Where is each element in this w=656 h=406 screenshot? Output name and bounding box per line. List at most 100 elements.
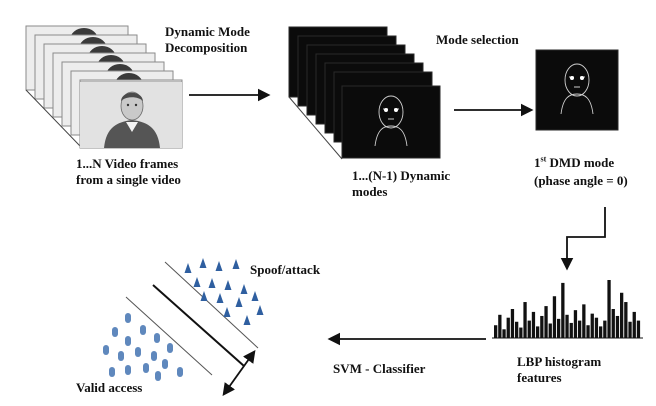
- spoof-sample-marker: [216, 293, 224, 303]
- first-dmd-mode-caption-line2: (phase angle = 0): [534, 173, 628, 188]
- spoof-sample-marker: [208, 278, 216, 288]
- valid-sample-marker: [125, 365, 131, 375]
- mode-selection-label: Mode selection: [436, 32, 519, 47]
- lbp-histogram: [492, 280, 643, 339]
- svm-margin-upper: [164, 261, 259, 349]
- valid-sample-marker: [162, 359, 168, 369]
- person-shoulders: [104, 120, 160, 148]
- histogram-bar: [578, 320, 582, 338]
- spoof-sample-marker: [184, 263, 192, 273]
- dynamic-modes-stack: [288, 26, 441, 160]
- histogram-bar: [607, 280, 611, 338]
- person-face: [120, 91, 144, 121]
- frames-caption-line1: 1...N Video frames: [76, 156, 179, 171]
- lbp-caption-line1: LBP histogram: [517, 354, 602, 369]
- svm-margin-double-arrow: [222, 349, 256, 397]
- histogram-bar: [494, 325, 498, 338]
- valid-sample-marker: [151, 351, 157, 361]
- person-hair: [121, 92, 143, 101]
- histogram-bar: [620, 292, 624, 338]
- histogram-bar: [523, 302, 527, 338]
- frames-stack-edge: [25, 89, 81, 147]
- spoof-sample-marker: [215, 261, 223, 271]
- spoof-sample-marker: [223, 307, 231, 317]
- edge-face-sketch: [374, 95, 408, 147]
- dmd-step-label-line2: Decomposition: [165, 40, 248, 55]
- svm-classifier-label: SVM - Classifier: [333, 361, 426, 376]
- modes-stack-edge: [288, 96, 343, 160]
- valid-sample-marker: [143, 363, 149, 373]
- spoof-sample-marker: [256, 305, 264, 315]
- histogram-bar: [536, 326, 540, 338]
- histogram-bar: [628, 321, 632, 338]
- histogram-bar: [590, 313, 594, 338]
- spoof-sample-marker: [224, 280, 232, 290]
- spoof-sample-marker: [199, 258, 207, 268]
- histogram-bar: [582, 304, 586, 338]
- valid-sample-marker: [118, 351, 124, 361]
- histogram-bar: [594, 317, 599, 338]
- histogram-bar: [557, 318, 561, 338]
- spoof-sample-marker: [235, 297, 243, 307]
- histogram-bar: [611, 309, 615, 338]
- histogram-bar: [603, 320, 607, 338]
- histogram-bar: [506, 317, 510, 338]
- histogram-bar: [552, 296, 557, 338]
- frames-caption-line2: from a single video: [76, 172, 181, 187]
- valid-sample-marker: [135, 347, 141, 357]
- spoof-sample-marker: [232, 259, 240, 269]
- flow-arrows: [189, 88, 606, 397]
- lbp-caption-line2: features: [517, 370, 562, 385]
- histogram-bar: [599, 326, 603, 338]
- valid-sample-marker: [140, 325, 146, 335]
- valid-sample-marker: [167, 343, 173, 353]
- valid-access-label: Valid access: [76, 380, 143, 395]
- histogram-bar: [624, 302, 628, 338]
- svm-margin-lower: [125, 296, 213, 376]
- first-dmd-mode-frame: [535, 49, 619, 131]
- spoof-attack-label: Spoof/attack: [250, 262, 321, 277]
- histogram-bar: [510, 309, 515, 338]
- histogram-bar: [531, 311, 536, 338]
- spoof-sample-marker: [240, 284, 248, 294]
- edge-face-sketch: [560, 63, 594, 115]
- histogram-bar: [498, 314, 502, 338]
- spoof-sample-marker: [243, 315, 251, 325]
- spoof-sample-marker: [200, 291, 208, 301]
- video-frames-stack: [25, 25, 183, 149]
- valid-sample-marker: [125, 336, 131, 346]
- valid-sample-marker: [177, 367, 183, 377]
- valid-sample-marker: [109, 367, 115, 377]
- histogram-bar: [561, 282, 565, 338]
- histogram-bar: [565, 314, 569, 338]
- spoof-sample-marker: [193, 277, 201, 287]
- front-dynamic-mode-frame: [341, 85, 441, 159]
- modes-caption-line1: 1...(N-1) Dynamic: [352, 168, 451, 183]
- valid-sample-marker: [112, 327, 118, 337]
- valid-sample-marker: [125, 313, 131, 323]
- valid-sample-marker: [155, 371, 161, 381]
- histogram-bar: [515, 321, 519, 338]
- histogram-bar: [615, 315, 620, 338]
- dmd-step-label-line1: Dynamic Mode: [165, 24, 250, 39]
- front-video-frame: [79, 81, 183, 149]
- modes-caption-line2: modes: [352, 184, 388, 199]
- histogram-bar: [573, 310, 578, 338]
- histogram-bar: [548, 323, 552, 338]
- histogram-bar: [540, 315, 544, 338]
- histogram-bar: [636, 320, 641, 338]
- histogram-bar: [586, 325, 590, 338]
- svm-separation-plot: [103, 258, 264, 381]
- histogram-bar: [544, 306, 548, 338]
- histogram-bar: [569, 322, 573, 338]
- svm-decision-boundary: [152, 284, 245, 367]
- spoof-sample-marker: [251, 291, 259, 301]
- histogram-bar: [519, 327, 523, 338]
- histogram-bar: [502, 329, 506, 338]
- first-dmd-mode-image: [535, 49, 619, 131]
- first-dmd-mode-caption-line1: 1st DMD mode: [534, 154, 615, 170]
- histogram-bar: [632, 311, 636, 338]
- valid-sample-marker: [154, 333, 160, 343]
